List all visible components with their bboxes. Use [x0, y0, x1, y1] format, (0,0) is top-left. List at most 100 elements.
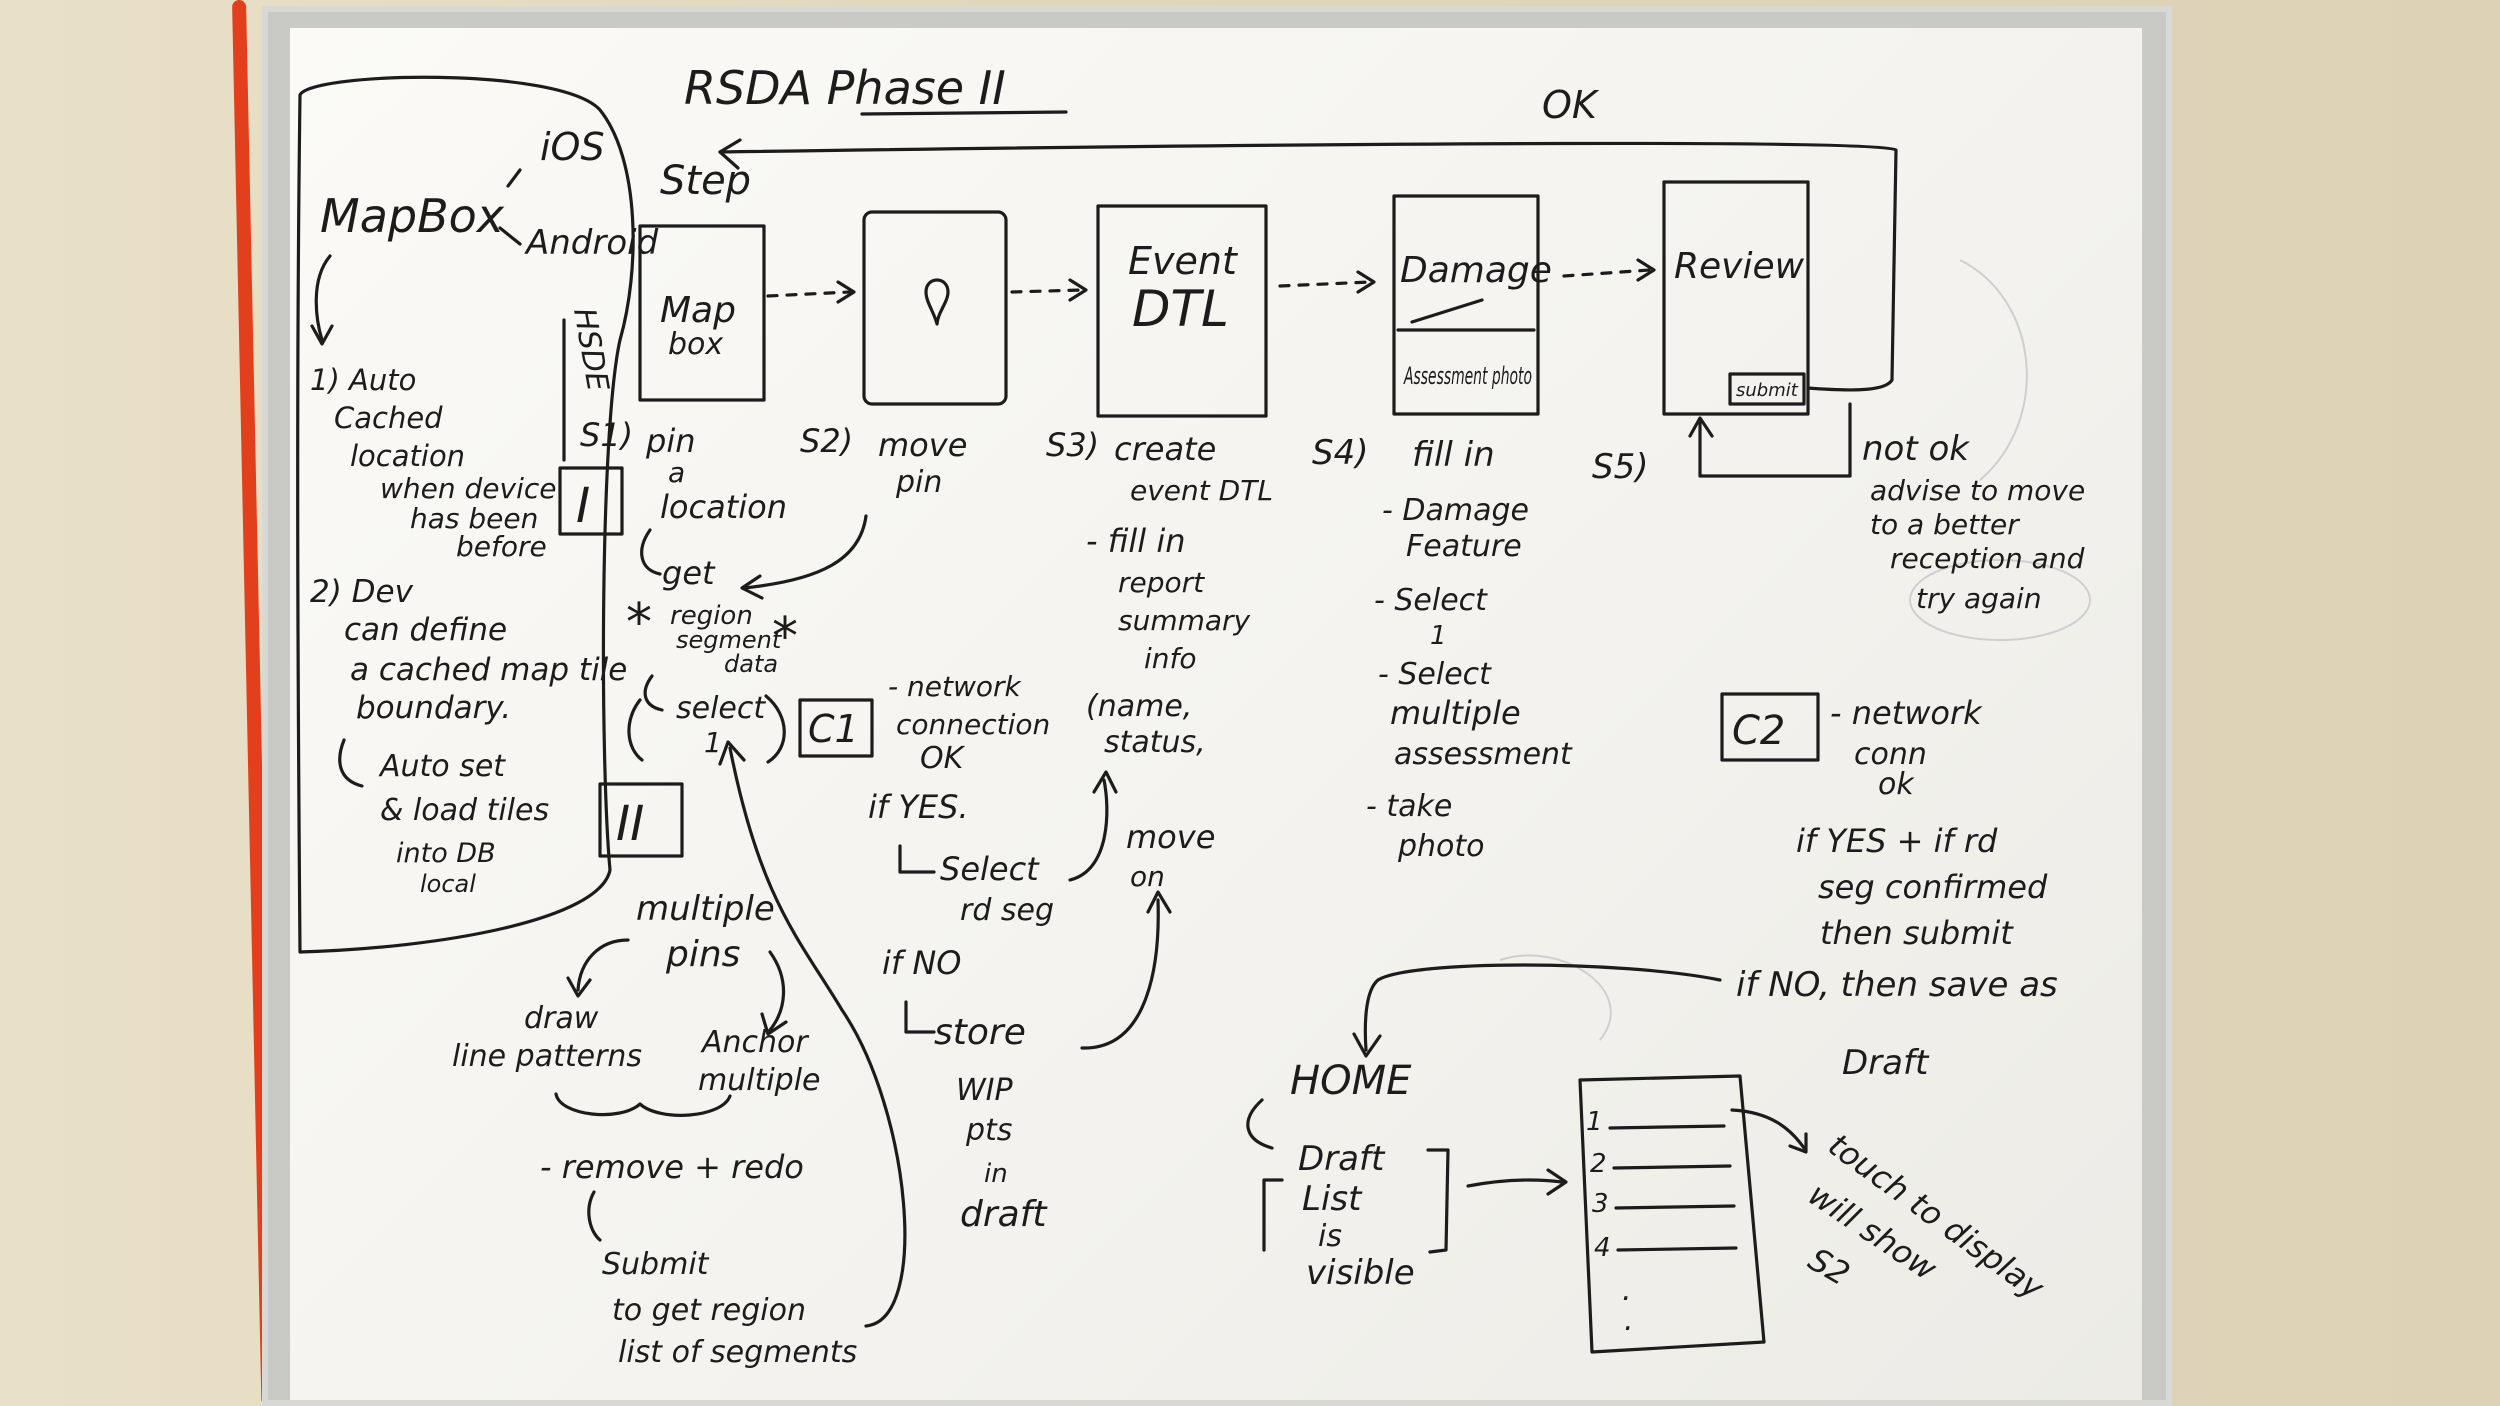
s4-line-2: Feature — [1406, 529, 1522, 564]
select-rd-0: Select — [940, 850, 1040, 888]
c1-no: if NO — [882, 944, 961, 982]
screen-review — [1662, 180, 1810, 416]
list-num-5: . — [1624, 1303, 1634, 1338]
remove-redo: - remove + redo — [540, 1148, 804, 1186]
submit-loop-arrow — [728, 746, 907, 1328]
c2-label: C2 — [1732, 708, 1785, 754]
screen-damage-line1: Damage — [1400, 250, 1552, 291]
left-line-11: & load tiles — [380, 793, 549, 828]
submit-0: Submit — [602, 1247, 710, 1282]
phase-i-label: I — [576, 478, 590, 534]
advise-1: to a better — [1870, 508, 2020, 541]
list-num-2: 3 — [1592, 1189, 1609, 1219]
wip-0: WIP — [956, 1073, 1014, 1108]
star-right: * — [772, 607, 798, 667]
left-line-7: can define — [344, 612, 507, 648]
android-connector — [498, 226, 522, 246]
s2-label: S2) — [800, 422, 853, 460]
s5-label: S5) — [1592, 447, 1648, 487]
arrow-3-4 — [1278, 280, 1372, 288]
not-ok-label: not ok — [1862, 429, 1970, 469]
s3-line-4: summary — [1118, 604, 1251, 637]
c2-no-1: Draft — [1842, 1043, 1930, 1083]
c2-yes-1: seg confirmed — [1818, 868, 2048, 906]
advise-0: advise to move — [1870, 474, 2085, 507]
left-line-1: Cached — [334, 401, 443, 435]
screen-damage-line2: Assessment photo — [1403, 362, 1532, 390]
left-line-9: boundary. — [356, 690, 511, 726]
yes-hook — [898, 844, 936, 874]
no-hook — [904, 1000, 936, 1034]
s1-label: S1) — [580, 416, 633, 454]
left-line-13: local — [420, 870, 476, 898]
side-note: HSDE — [566, 305, 615, 394]
s3-line-6: (name, — [1086, 689, 1192, 724]
s1-line-7: select — [676, 691, 766, 726]
s1-line-1: a — [668, 456, 685, 489]
draw-0: draw — [524, 1001, 599, 1036]
draft-to-home-arrow — [1363, 963, 1722, 1052]
s4-line-5: - Select — [1378, 657, 1492, 692]
arrow-2-3 — [1010, 288, 1084, 294]
arrow-1-2 — [766, 290, 852, 298]
draft-list-box — [1578, 1074, 1766, 1354]
touch-2: S2 — [1802, 1240, 1856, 1293]
home-to-list-arrow — [1466, 1178, 1564, 1188]
list-row-2 — [1614, 1204, 1736, 1210]
draw-1: line patterns — [452, 1039, 642, 1074]
list-num-1: 2 — [1590, 1149, 1607, 1179]
store-to-move-arrowhead — [1146, 890, 1172, 914]
ios-connector — [506, 168, 522, 188]
left-line-2: location — [350, 439, 465, 473]
home-line-2: is — [1318, 1219, 1342, 1254]
s1-line-5: segment — [676, 626, 783, 654]
submit-1: to get region — [612, 1293, 806, 1328]
ok-label: OK — [1542, 83, 1600, 127]
screen-event-line2: DTL — [1132, 280, 1229, 338]
c2-no-0: if NO, then save as — [1736, 965, 2058, 1005]
s1-line-3: get — [662, 554, 716, 592]
s3-move-0: move — [1126, 818, 1215, 856]
not-ok-arrowhead — [1688, 416, 1714, 438]
mapbox-arrow — [314, 254, 332, 342]
star-left: * — [626, 593, 652, 653]
screen-mapbox-line2: box — [668, 327, 723, 362]
select-hook — [643, 674, 664, 712]
advise-2: reception and — [1890, 542, 2085, 575]
touch-arrow — [1730, 1108, 1806, 1150]
select-paren-right — [764, 694, 786, 764]
s3-line-1: event DTL — [1130, 474, 1273, 507]
submit-box — [1728, 372, 1806, 406]
home-bracket-left — [1262, 1178, 1284, 1252]
s4-line-9: photo — [1397, 829, 1485, 864]
advise-3: try again — [1916, 582, 2042, 615]
store-label: store — [934, 1012, 1026, 1053]
s1-line-2: location — [660, 488, 787, 526]
arrow-4-5 — [1562, 268, 1652, 278]
phase-ii-label: II — [616, 796, 644, 852]
s3-line-2: - fill in — [1086, 522, 1186, 560]
submit-loop-arrowhead — [718, 740, 746, 766]
wip-3: draft — [960, 1194, 1048, 1235]
c2-yes-2: then submit — [1820, 914, 2014, 952]
title-underline — [860, 110, 1068, 116]
arrow-3-4-head — [1356, 270, 1376, 294]
home-hook — [1246, 1098, 1274, 1150]
list-row-3 — [1616, 1246, 1738, 1252]
home-line-3: visible — [1306, 1253, 1415, 1293]
damage-stroke — [1410, 298, 1484, 324]
s3-move-1: on — [1130, 860, 1165, 893]
s4-line-1: - Damage — [1382, 493, 1529, 528]
wip-1: pts — [965, 1113, 1012, 1148]
submit-label: submit — [1736, 380, 1799, 401]
screen-damage — [1392, 194, 1540, 416]
s1-line-4: region — [670, 601, 753, 631]
c1-yes: if YES. — [868, 788, 969, 826]
list-num-0: 1 — [1586, 1107, 1603, 1137]
c2-yes-0: if YES + if rd — [1796, 822, 1998, 860]
multi-left-arrowhead — [566, 976, 592, 998]
list-num-4: . — [1622, 1273, 1632, 1308]
multi-0: multiple — [636, 889, 775, 929]
title: RSDA Phase II — [684, 61, 1006, 115]
store-to-move-arrow — [1080, 898, 1160, 1050]
